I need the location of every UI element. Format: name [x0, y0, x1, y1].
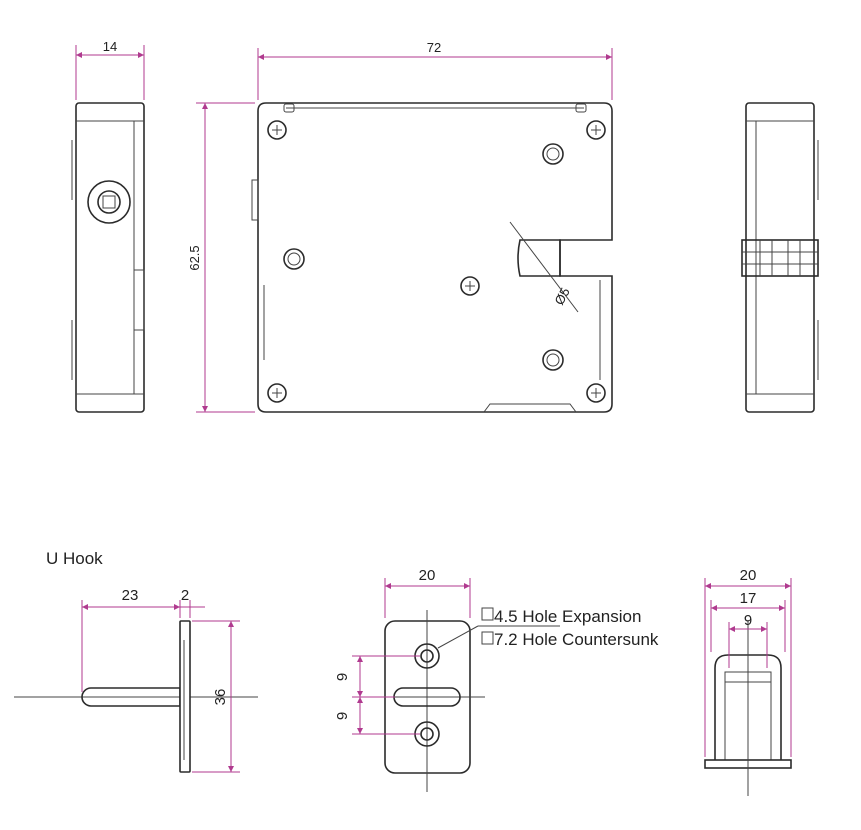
dim-label-bolt-diameter: Ø5 — [551, 285, 572, 307]
bracket-drawing — [704, 620, 792, 796]
dim-plate-width: 20 — [384, 567, 471, 618]
dim-label-bracket-inner: 9 — [744, 612, 752, 629]
dim-side-width: 14 — [75, 39, 145, 100]
mount-hole-upper — [542, 143, 564, 165]
dim-plate-spacing: 9 9 — [334, 655, 420, 735]
dim-label-plate-width: 20 — [419, 567, 436, 584]
dim-label-front-height: 62.5 — [187, 245, 202, 270]
dim-label-u-hook-thickness: 2 — [181, 587, 189, 604]
screw-hole-top-right — [586, 120, 606, 140]
dim-bracket-mid: 17 — [710, 590, 786, 652]
side-view-left — [71, 102, 145, 413]
dim-label-plate-spacing-top: 9 — [334, 673, 351, 681]
dim-bracket-outer: 20 — [704, 567, 792, 757]
dim-label-u-hook-height: 36 — [212, 689, 229, 706]
dim-label-plate-spacing-bottom: 9 — [334, 712, 351, 720]
plate-note-expansion: 4.5 Hole Expansion — [494, 607, 641, 626]
screw-hole-center — [460, 276, 480, 296]
dim-u-hook-thickness: 2 — [180, 587, 205, 618]
mount-hole-left — [283, 248, 305, 270]
screw-hole-top-left — [267, 120, 287, 140]
square-symbol-2 — [481, 631, 494, 645]
front-view: Ø5 — [251, 102, 613, 413]
dim-label-side-width: 14 — [103, 39, 117, 54]
dim-label-bracket-mid: 17 — [740, 590, 757, 607]
u-hook-drawing — [14, 620, 258, 773]
dim-u-hook-height: 36 — [192, 620, 240, 773]
strike-plate-drawing — [370, 610, 560, 792]
dim-bracket-inner: 9 — [728, 612, 768, 668]
dim-label-front-width: 72 — [427, 40, 441, 55]
dim-front-height: 62.5 — [187, 102, 255, 413]
side-view-right — [741, 102, 819, 413]
square-symbol-1 — [481, 607, 494, 621]
dim-front-width: 72 — [257, 40, 613, 100]
dim-label-u-hook-length: 23 — [122, 587, 139, 604]
u-hook-title: U Hook — [46, 549, 103, 568]
screw-hole-bottom-left — [267, 383, 287, 403]
mount-hole-lower — [542, 349, 564, 371]
dim-label-bracket-outer: 20 — [740, 567, 757, 584]
screw-hole-bottom-right — [586, 383, 606, 403]
dim-u-hook-length: 23 — [81, 587, 181, 692]
plate-note-countersunk: 7.2 Hole Countersunk — [494, 630, 659, 649]
